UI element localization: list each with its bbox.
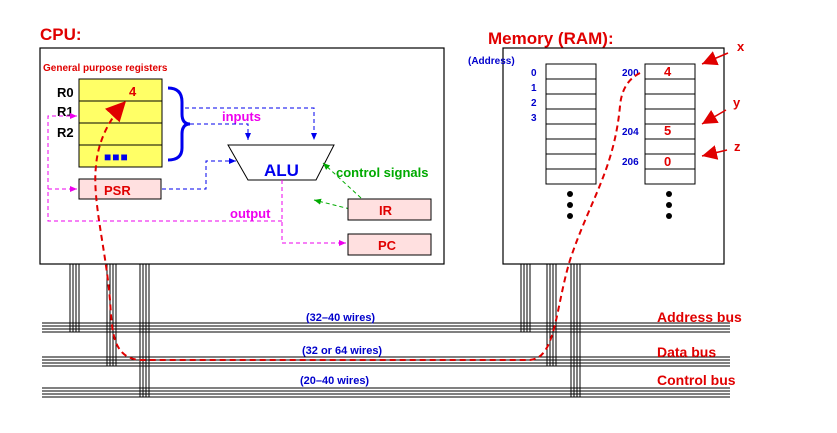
address-bus-wires [42,322,730,333]
memory-column-right [644,63,696,185]
input-arrow-a [185,107,317,140]
data-bus-label: Data bus [657,344,716,360]
memory-title: Memory (RAM): [488,29,614,48]
variable-y: y [733,95,741,110]
data-transfer-path [94,72,641,361]
address-1: 1 [531,83,537,94]
alu-label: ALU [264,161,299,180]
alu-to-pc-arrow [281,180,346,246]
register-r0-label: R0 [57,85,74,100]
cell-value-y: 5 [664,123,671,138]
memory-box [502,47,725,265]
variable-z: z [734,139,741,154]
psr-label: PSR [104,183,131,198]
cpu-bus-connectors [69,264,150,397]
register-r2-label: R2 [57,125,74,140]
address-header: (Address) [468,56,515,67]
alu-shape [227,144,335,181]
ir-to-alu-control-arrow [322,162,362,199]
ir-register [347,198,432,221]
output-label: output [230,206,271,221]
address-206: 206 [622,157,639,168]
address-3: 3 [531,113,537,124]
ellipsis: ■■■ [104,150,129,164]
memory-column-left [545,63,597,185]
y-pointer-arrow [701,109,727,125]
psr-to-alu-arrow [162,158,236,190]
address-bus-wires-label: (32–40 wires) [306,312,375,324]
cell-value-x: 4 [664,64,672,79]
input-arrow-b [190,123,251,140]
x-pointer-arrow [701,51,729,66]
output-to-r1-arrow [47,113,282,222]
psr-register [78,178,162,200]
control-bus-wires-label: (20–40 wires) [300,375,369,387]
control-signals-label: control signals [336,165,428,180]
cell-value-z: 0 [664,154,671,169]
address-2: 2 [531,98,537,109]
address-0: 0 [531,68,537,79]
address-204: 204 [622,127,639,138]
control-bus-label: Control bus [657,372,736,388]
ir-label: IR [379,203,393,218]
registers-label: General purpose registers [43,63,168,74]
memory-continuation-dots [567,191,672,219]
address-200: 200 [622,68,639,79]
pc-label: PC [378,238,397,253]
data-bus-wires-label: (32 or 64 wires) [302,345,382,357]
register-r1-label: R1 [57,104,74,119]
memory-bus-connectors [520,264,581,397]
control-bus-wires [42,387,730,398]
ir-control-arrow [313,198,351,210]
z-pointer-arrow [701,145,728,160]
data-bus-wires [42,356,730,367]
cpu-title: CPU: [40,25,82,44]
r0-value: 4 [129,84,137,99]
variable-x: x [737,39,745,54]
address-bus-label: Address bus [657,309,742,325]
register-file [78,78,163,168]
pc-register [347,233,432,256]
inputs-label: inputs [222,109,261,124]
